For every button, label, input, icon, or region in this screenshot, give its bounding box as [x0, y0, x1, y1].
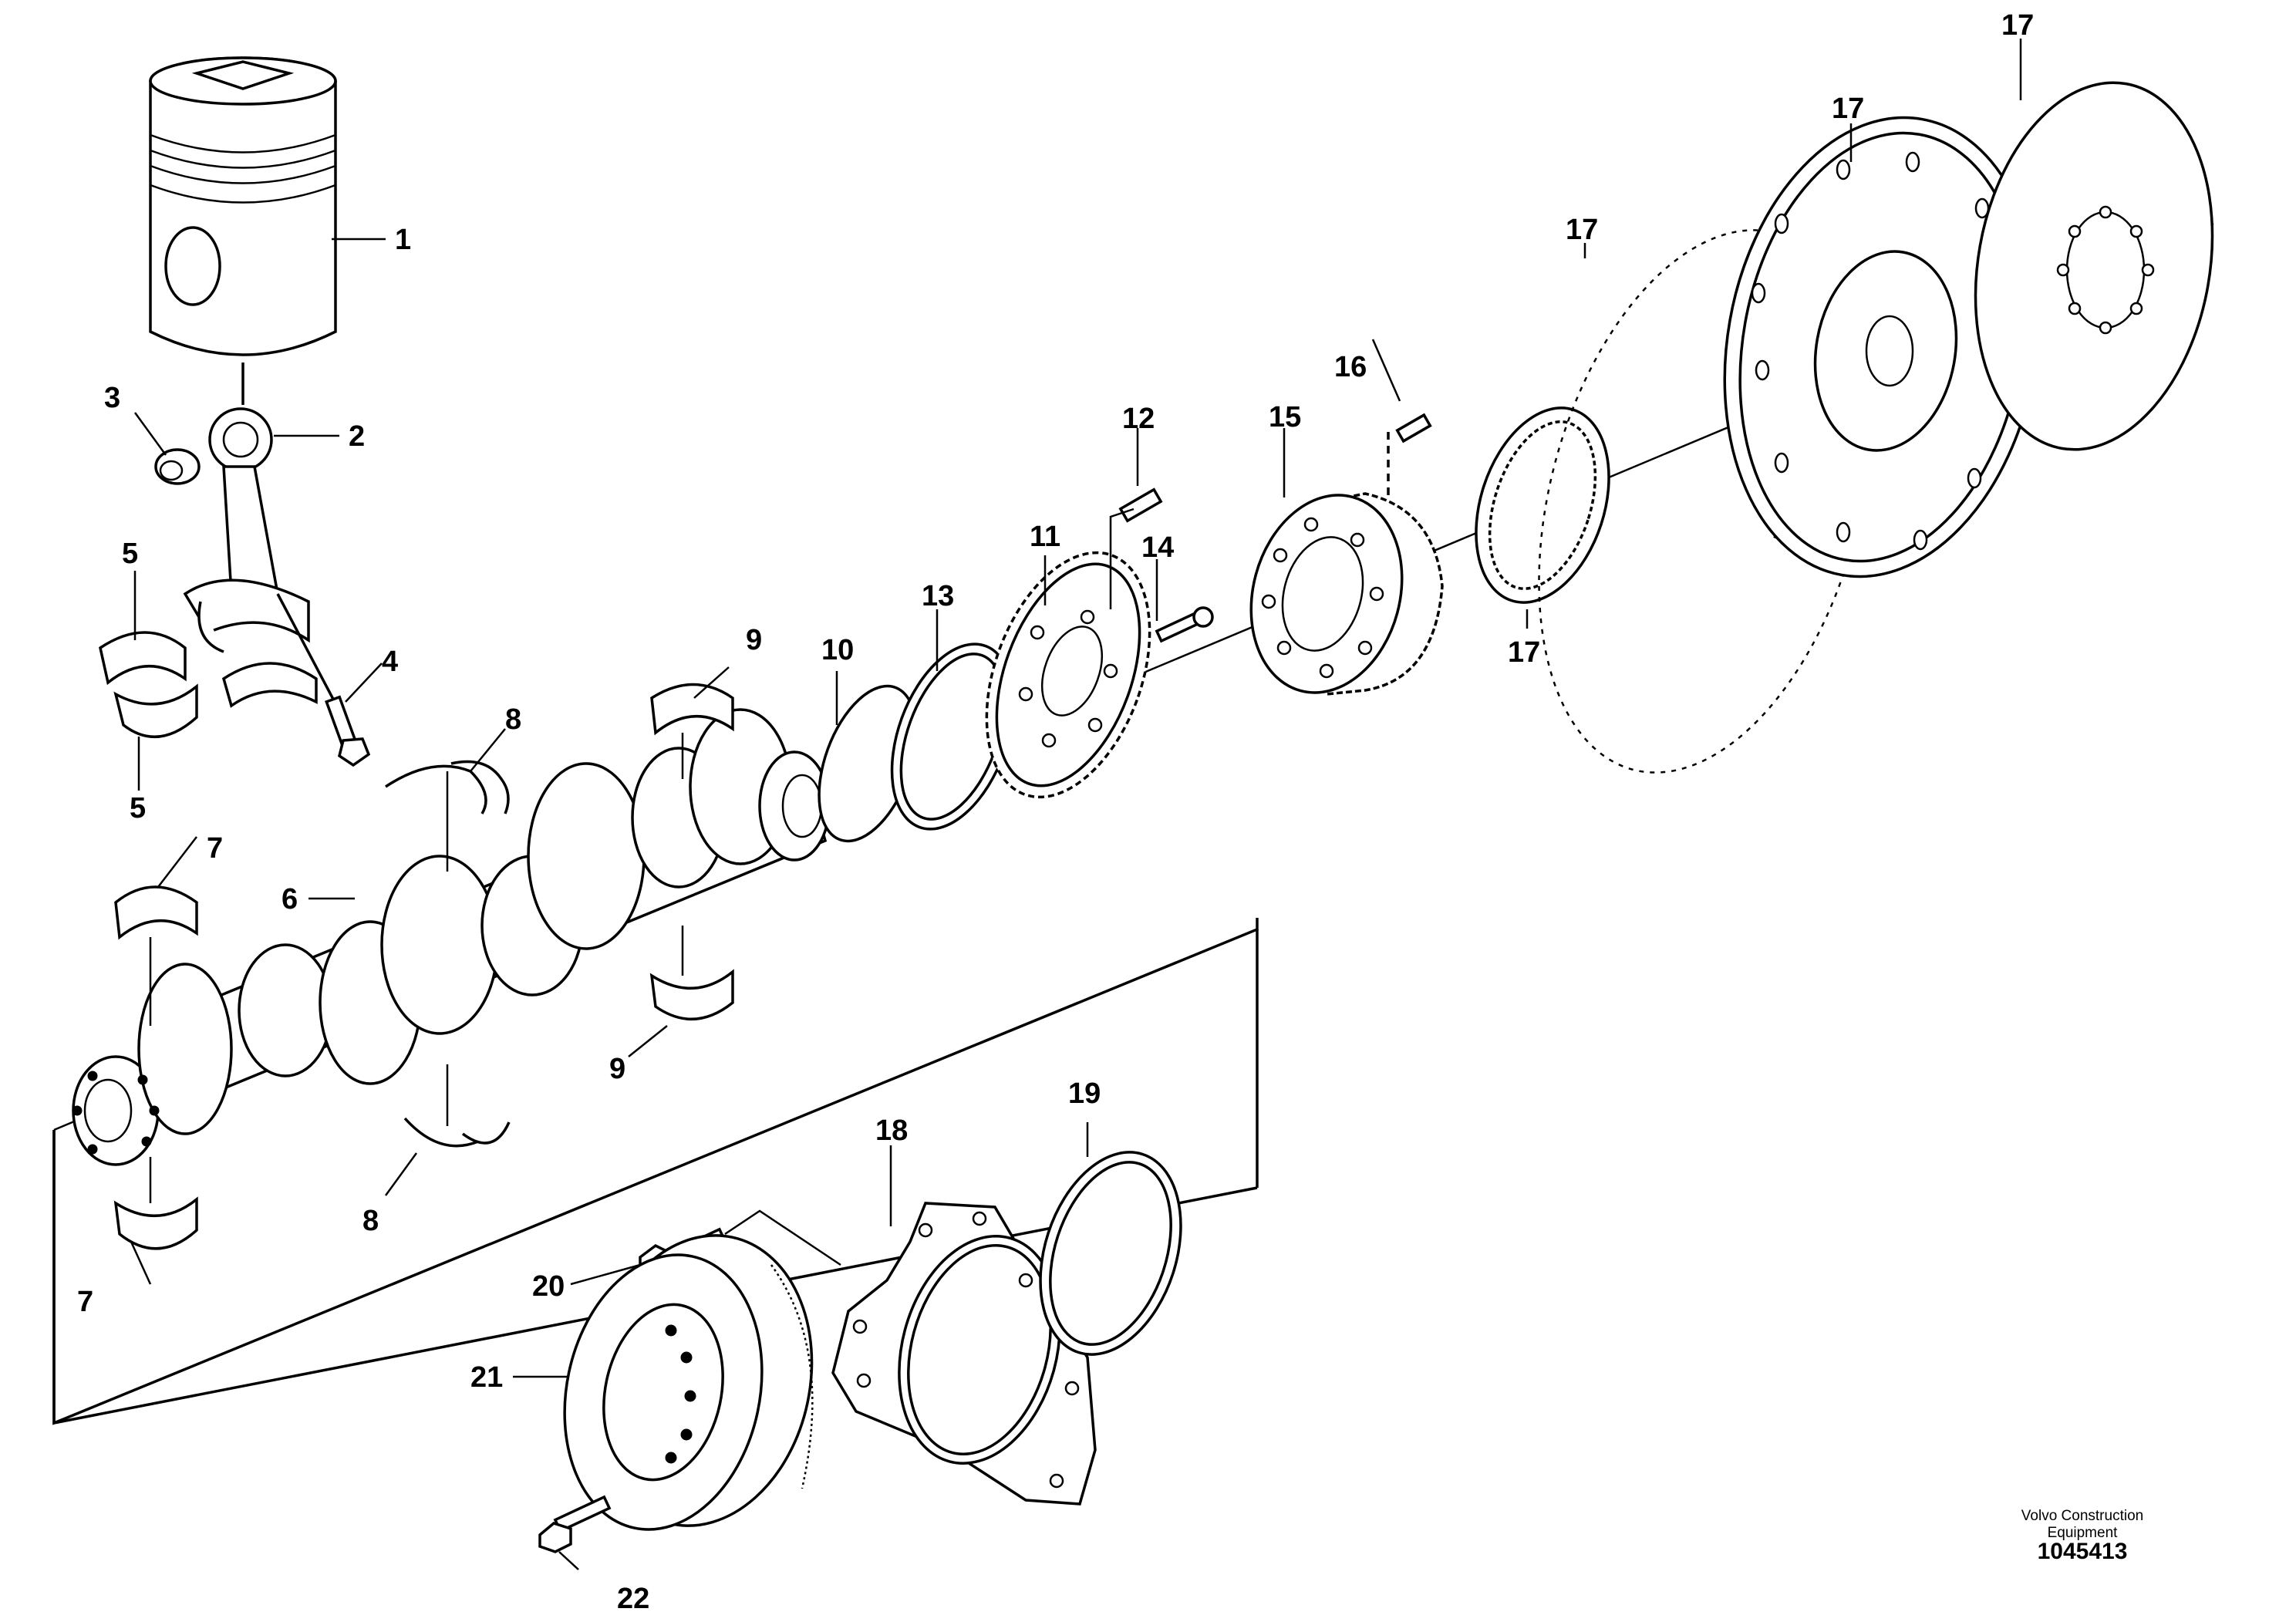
callout-12: 12 — [1122, 403, 1155, 435]
front-seal-ring — [1039, 1151, 1182, 1356]
callout-17-seal: 17 — [1508, 636, 1540, 669]
callout-11: 11 — [1030, 521, 1060, 553]
callout-10: 10 — [821, 634, 854, 666]
callout-8-lower: 8 — [362, 1205, 379, 1237]
callout-18: 18 — [875, 1114, 908, 1147]
callout-9-upper: 9 — [746, 624, 762, 656]
front-cover — [831, 1202, 1097, 1506]
flywheel-gear — [1249, 492, 1444, 696]
callout-7-upper: 7 — [207, 832, 223, 865]
callout-15: 15 — [1269, 401, 1301, 433]
callout-5-lower: 5 — [130, 792, 146, 824]
pulley-damper — [563, 1234, 814, 1531]
callout-17-flexplate: 17 — [2001, 9, 2034, 42]
connecting-rod — [183, 363, 310, 653]
vendor-line-1: Volvo Construction — [2021, 1508, 2144, 1524]
callout-2: 2 — [349, 420, 365, 453]
crankshaft — [72, 708, 831, 1166]
callout-19: 19 — [1068, 1077, 1101, 1110]
callout-5-upper: 5 — [122, 538, 138, 570]
thrust-washers — [385, 760, 511, 1148]
callout-22: 22 — [617, 1583, 649, 1615]
group-bracket-frame-upper — [52, 1130, 1258, 1425]
callout-1: 1 — [395, 224, 411, 256]
pulley-bolt — [538, 1495, 612, 1553]
callout-16: 16 — [1334, 351, 1367, 383]
callout-3: 3 — [104, 382, 120, 414]
callout-9-lower: 9 — [609, 1053, 625, 1085]
callout-14: 14 — [1141, 531, 1174, 564]
callout-6: 6 — [282, 883, 298, 916]
small-end-bushing — [154, 448, 201, 485]
gear-bolt — [1155, 606, 1214, 643]
callout-21: 21 — [470, 1361, 503, 1394]
leader-lines — [130, 39, 2022, 1570]
callout-4: 4 — [382, 646, 398, 678]
callout-8-upper: 8 — [505, 703, 521, 736]
dowel-pin-16 — [1387, 413, 1432, 501]
crankshaft-gear — [985, 551, 1151, 799]
callout-labels: 1 2 3 4 5 5 6 7 7 8 8 9 9 10 11 12 13 14… — [77, 9, 2034, 1615]
rod-bearing-shells — [99, 631, 318, 739]
rear-seal-ring — [1475, 406, 1610, 604]
vendor-label: Volvo Construction Equipment — [1974, 1508, 2190, 1542]
vendor-line-2: Equipment — [2047, 1525, 2118, 1541]
callout-17-ringgear: 17 — [1566, 214, 1598, 246]
flexplate — [1974, 81, 2214, 451]
piston — [149, 56, 337, 356]
callout-7-lower: 7 — [77, 1286, 93, 1318]
callout-13: 13 — [922, 580, 954, 612]
dowel-pin-12 — [1109, 487, 1163, 609]
main-bearing-shells-front — [113, 885, 198, 1250]
drawing-number: 1045413 — [2037, 1539, 2128, 1564]
rod-bolt — [276, 593, 371, 767]
main-bearing-shells-rear — [649, 683, 734, 1021]
callout-20: 20 — [532, 1270, 565, 1303]
callout-17-flywheel: 17 — [1832, 93, 1864, 125]
